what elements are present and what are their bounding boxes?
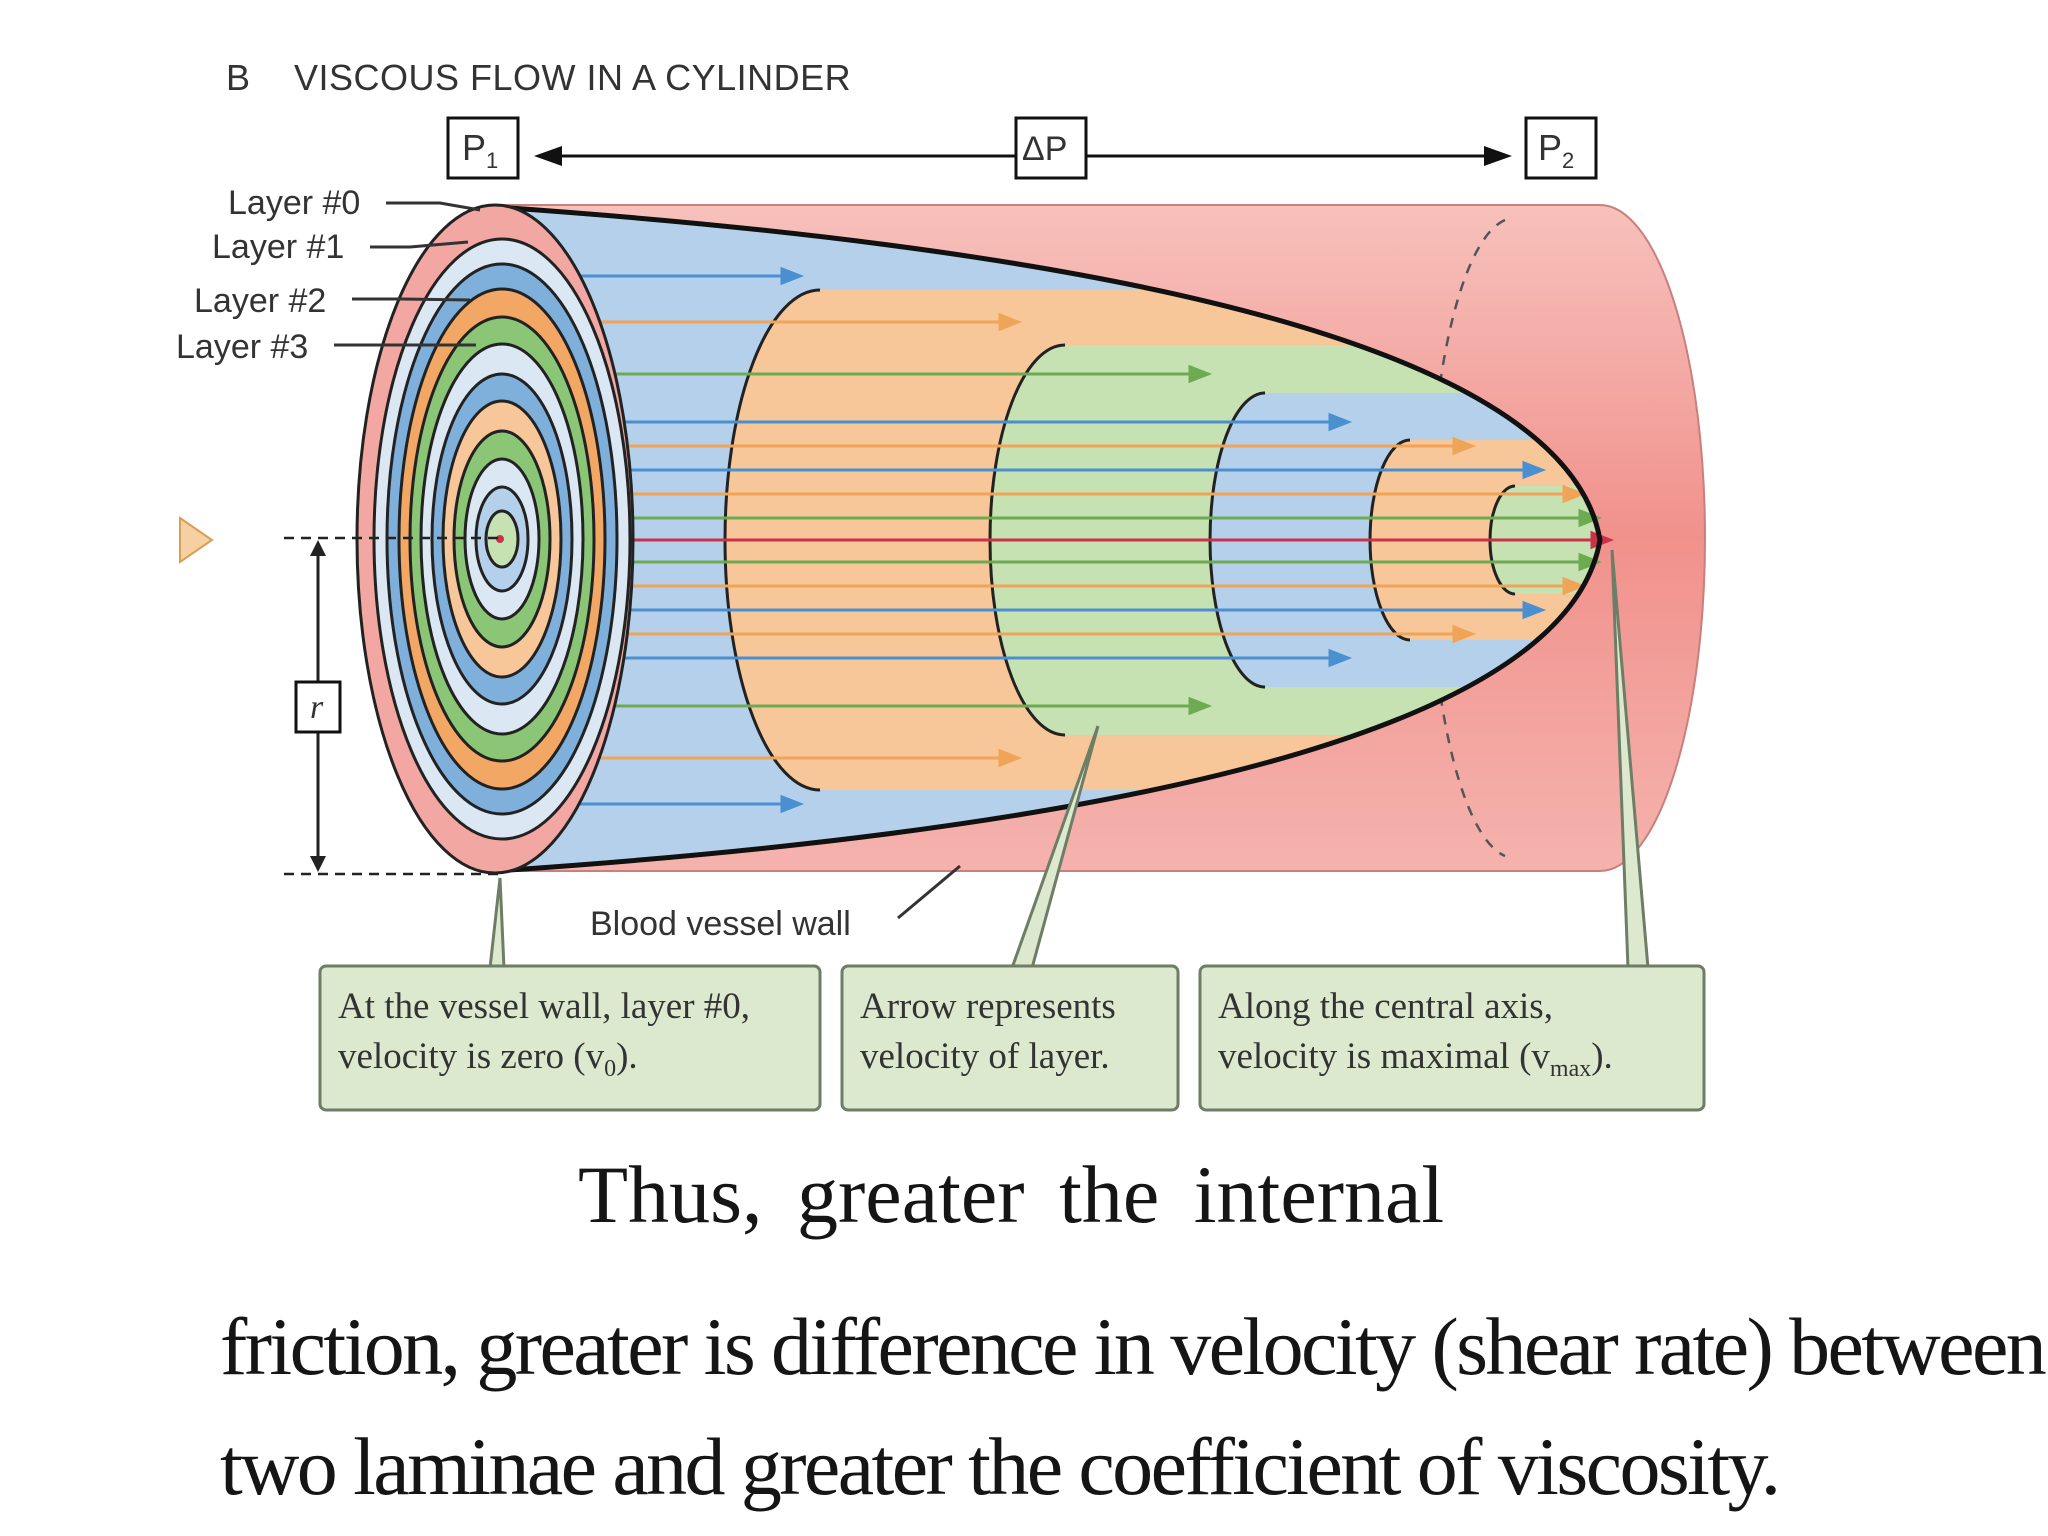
svg-text:velocity of layer.: velocity of layer.: [860, 1036, 1110, 1077]
svg-text:velocity is zero (v0).: velocity is zero (v0).: [338, 1036, 638, 1082]
figure-title: VISCOUS FLOW IN A CYLINDER: [294, 57, 851, 98]
layer-label-3: Layer #3: [176, 328, 308, 366]
callout-central-axis: Along the central axis, velocity is maxi…: [1198, 964, 1706, 1112]
svg-text:ΔP: ΔP: [1022, 130, 1067, 168]
svg-text:At the vessel wall, layer #0,: At the vessel wall, layer #0,: [338, 986, 750, 1027]
radius-indicator: r: [284, 536, 500, 876]
side-marker-icon: [179, 516, 214, 564]
callout-arrow-velocity: Arrow represents velocity of layer.: [840, 964, 1180, 1112]
svg-text:Along the central axis,: Along the central axis,: [1218, 986, 1553, 1027]
vessel-wall-label: Blood vessel wall: [590, 905, 851, 943]
svg-text:P2: P2: [1538, 127, 1574, 173]
svg-text:velocity is maximal (vmax).: velocity is maximal (vmax).: [1218, 1036, 1613, 1082]
svg-text:Arrow represents: Arrow represents: [860, 986, 1116, 1027]
layer-label-2: Layer #2: [194, 282, 326, 320]
pressure-p2-box: P2: [1524, 116, 1598, 180]
layer-labels: Layer #0 Layer #1 Layer #2 Layer #3: [176, 184, 481, 366]
caption-line-2: friction, greater is difference in veloc…: [220, 1301, 2047, 1392]
svg-text:r: r: [310, 689, 324, 726]
pressure-p1-box: P1: [446, 116, 520, 180]
vessel-cross-section: [355, 203, 635, 875]
pressure-arrow: [534, 146, 1512, 166]
layer-label-1: Layer #1: [212, 228, 344, 266]
callout-vessel-wall: At the vessel wall, layer #0, velocity i…: [318, 964, 822, 1112]
callout-pointer-wall: [488, 877, 506, 970]
pressure-delta-box: ΔP: [1014, 116, 1088, 180]
velocity-arrows: [490, 266, 1615, 814]
caption-line-3: two laminae and greater the coefficient …: [220, 1421, 1781, 1512]
layer-label-0: Layer #0: [228, 184, 360, 222]
svg-text:P1: P1: [462, 127, 498, 173]
caption-line-1: Thus, greater the internal: [578, 1149, 1445, 1240]
panel-letter: B: [226, 57, 251, 98]
